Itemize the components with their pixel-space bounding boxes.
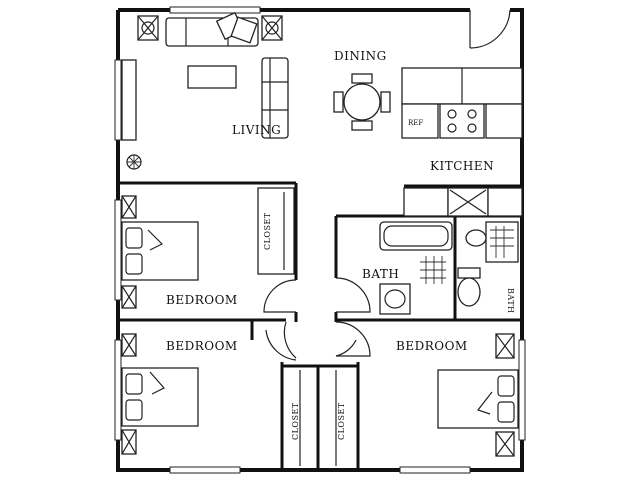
entry-door — [469, 9, 511, 49]
hall-doors — [263, 277, 371, 361]
room-label-bedroom-bottom-left: BEDROOM — [166, 339, 238, 353]
hall-closets — [299, 370, 337, 466]
windows — [114, 6, 526, 474]
room-label-bedroom-top-left: BEDROOM — [166, 293, 238, 307]
closet-label-hall-left: CLOSET — [291, 402, 300, 440]
bedroom-top-left-furniture — [121, 187, 295, 309]
living-furniture — [121, 11, 289, 170]
room-label-bath-side: BATH — [506, 288, 515, 314]
bedroom-bottom-left-furniture — [121, 333, 199, 455]
room-label-dining: DINING — [334, 49, 387, 63]
closet-label-bedroom: CLOSET — [263, 212, 272, 250]
room-label-bath-main: BATH — [362, 267, 399, 281]
closet-label-hall-right: CLOSET — [337, 402, 346, 440]
bedroom-bottom-right-furniture — [437, 333, 519, 457]
kitchen-fixtures — [401, 67, 523, 217]
appliance-label-ref: REF — [408, 119, 423, 127]
room-label-living: LIVING — [232, 123, 281, 137]
room-label-bedroom-bottom-right: BEDROOM — [396, 339, 468, 353]
dining-furniture — [333, 73, 391, 131]
room-label-kitchen: KITCHEN — [430, 159, 494, 173]
bath-fixtures — [379, 221, 519, 315]
